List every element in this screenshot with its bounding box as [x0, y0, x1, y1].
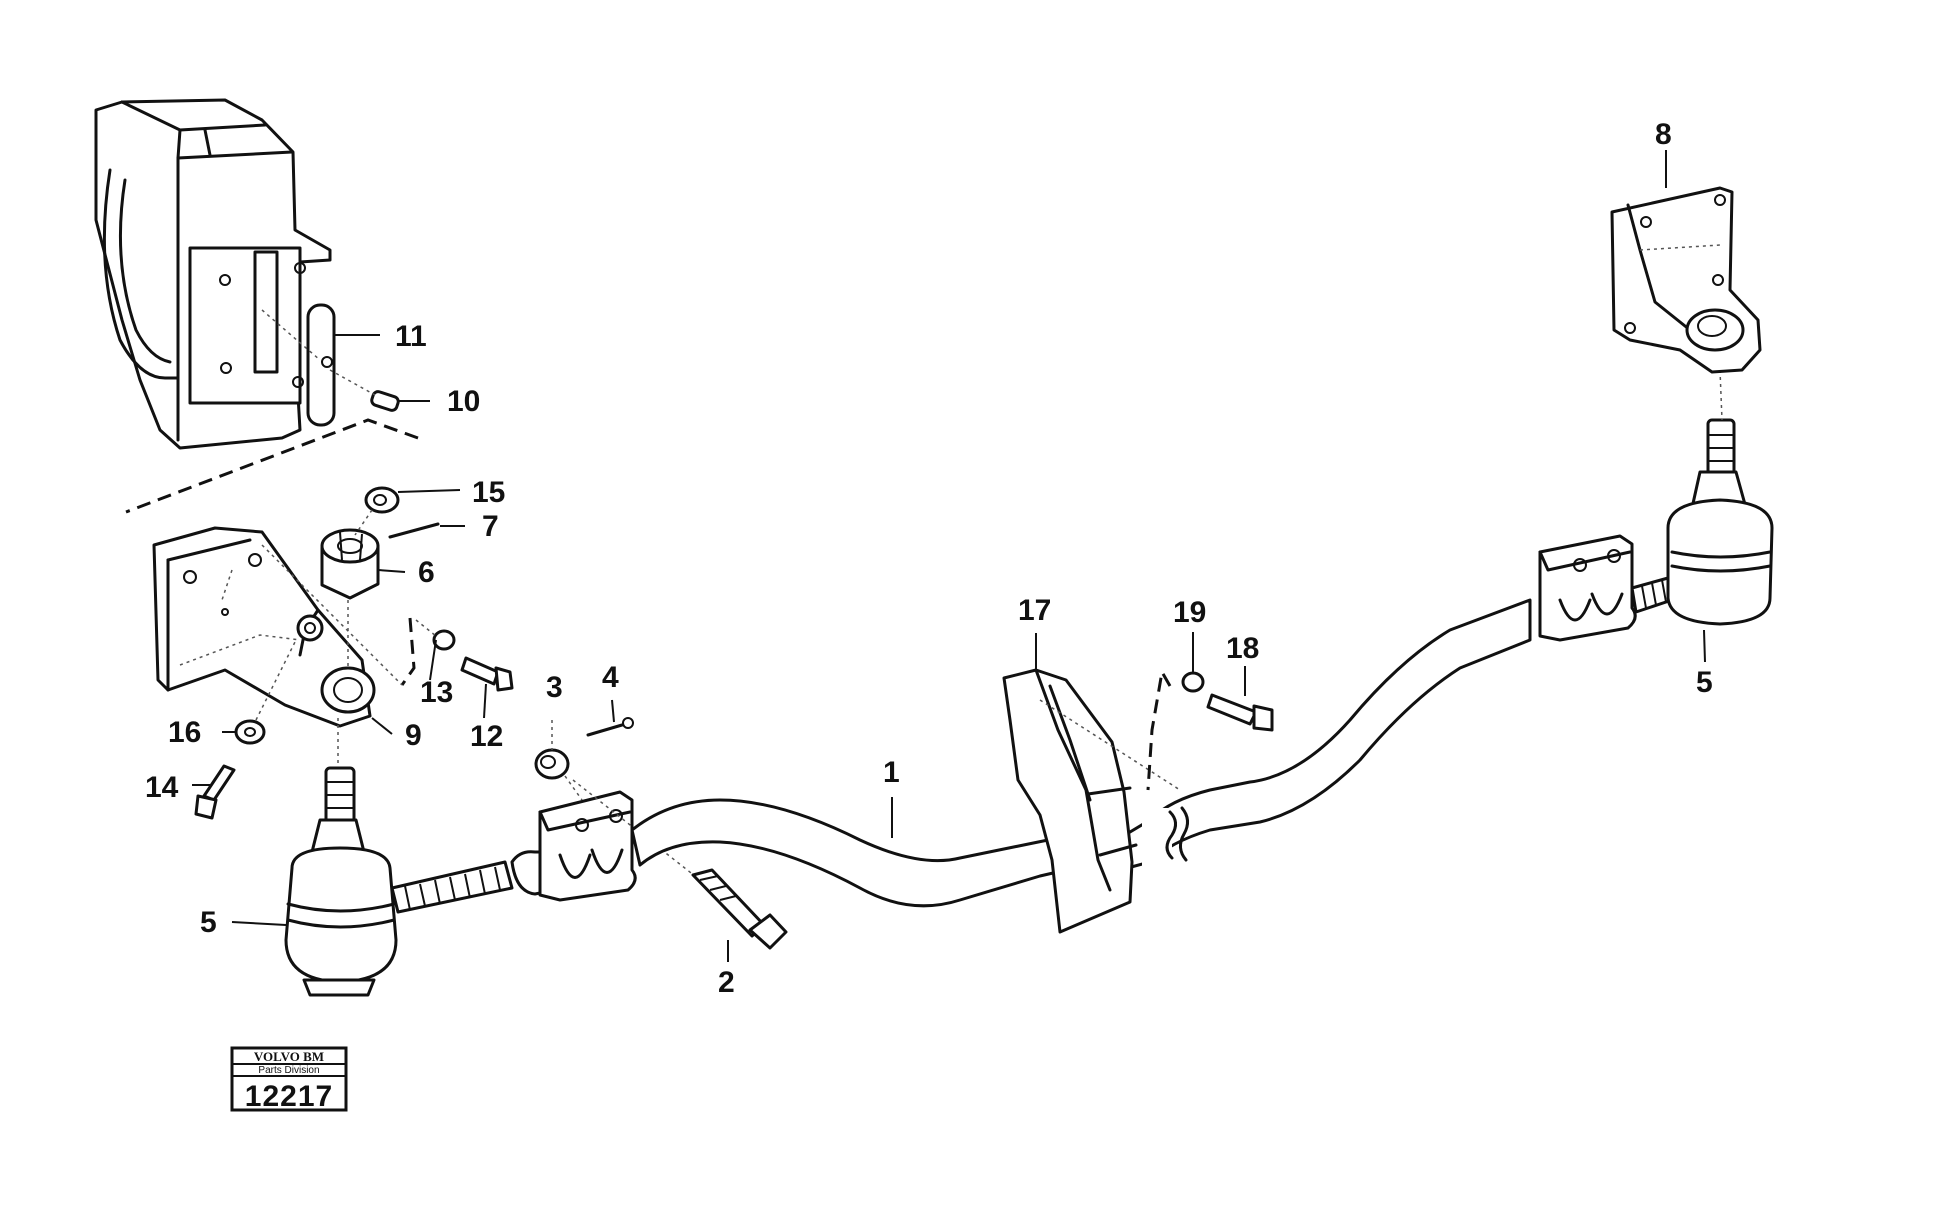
axle-housing [94, 98, 332, 450]
callout-17: 17 [1018, 594, 1051, 627]
callout-4: 4 [602, 661, 619, 694]
callout-16: 16 [168, 716, 201, 749]
part-2-bolt [691, 868, 788, 962]
callout-10: 10 [447, 385, 480, 418]
dotted-link-13 [261, 544, 403, 686]
callout-11: 11 [395, 320, 427, 353]
callout-14: 14 [145, 771, 179, 804]
callout-19: 19 [1173, 596, 1206, 629]
callout-6: 6 [418, 556, 435, 589]
dashed-link-19 [1146, 667, 1172, 791]
callout-5-left: 5 [200, 906, 217, 939]
leader-9 [371, 717, 393, 735]
part-5-ball-joint-left [231, 718, 514, 997]
part-12-bolt [460, 656, 514, 719]
part-8-bracket [1610, 150, 1762, 374]
callout-5-right: 5 [1696, 666, 1713, 699]
dashed-link-housing [125, 418, 419, 514]
stamp-brand: VOLVO BM [254, 1049, 324, 1064]
callout-2: 2 [718, 966, 735, 999]
part-13-nut [415, 619, 456, 681]
part-3-nut [534, 720, 583, 801]
callout-1: 1 [883, 756, 900, 789]
callout-3: 3 [546, 671, 563, 704]
callout-15: 15 [472, 476, 505, 509]
rod-break-symbol [1142, 806, 1189, 868]
part-11-lever [261, 303, 336, 427]
stamp-number: 12217 [245, 1080, 333, 1113]
callout-13: 13 [420, 676, 453, 709]
part-18-bolt [1206, 666, 1274, 732]
callout-18: 18 [1226, 632, 1259, 665]
part-9-bracket [152, 526, 376, 728]
callout-8: 8 [1655, 118, 1672, 151]
stamp-division: Parts Division [258, 1065, 319, 1076]
dashed-link-13 [400, 617, 416, 686]
right-rod-clamp [1538, 534, 1674, 642]
part-10-pin [329, 369, 400, 412]
left-rod-clamp [510, 779, 701, 902]
callout-7: 7 [482, 510, 499, 543]
part-15-nut [354, 486, 461, 536]
callout-9: 9 [405, 719, 422, 752]
part-7-cotter-pin [388, 522, 465, 539]
callout-labels: 1 2 3 4 5 5 6 7 8 9 10 11 12 13 14 15 16… [145, 118, 1713, 999]
part-14-bolt [192, 764, 236, 820]
part-4-cotter-pin [586, 699, 634, 737]
callout-12: 12 [470, 720, 503, 753]
part-17-clamp-bracket [1002, 633, 1181, 934]
part-19-nut [1181, 632, 1205, 693]
part-16-nut [222, 639, 297, 745]
part-5-ball-joint-right [1666, 369, 1774, 663]
volvo-bm-parts-stamp: VOLVO BM Parts Division 12217 [230, 1046, 348, 1113]
part-6-castle-nut [320, 528, 406, 600]
